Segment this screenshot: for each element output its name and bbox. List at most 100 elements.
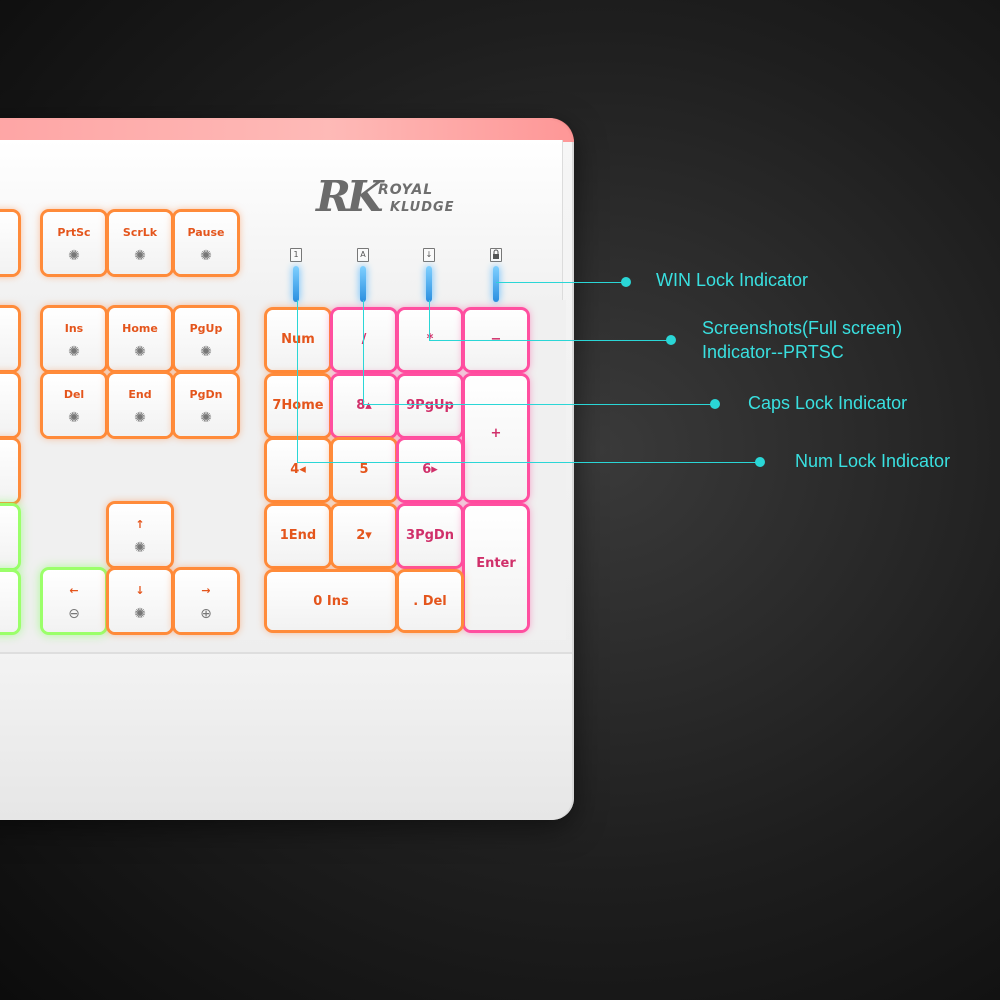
- key-label: 6▸: [422, 462, 438, 477]
- key-label: 4◂: [290, 462, 306, 477]
- sun-icon: ✺: [68, 248, 80, 264]
- key-numlock: Num: [267, 310, 329, 370]
- num-lock-callout-vline: [297, 300, 298, 462]
- key-num-5: 5: [333, 440, 395, 500]
- royal-kludge-logo: RK ROYAL KLUDGE: [316, 172, 486, 228]
- key-label: . Del: [413, 594, 447, 609]
- key-num-divide: /: [333, 310, 395, 370]
- num-lock-callout-line: [297, 462, 759, 463]
- sun-icon: ✺: [134, 540, 146, 556]
- sun-icon: ✺: [134, 344, 146, 360]
- win-lock-callout-label: WIN Lock Indicator: [656, 270, 809, 290]
- logo-royal: ROYAL: [378, 182, 434, 198]
- key-label: Del: [63, 388, 85, 401]
- key-home: Home ✺: [109, 308, 171, 370]
- key-label: Ins: [64, 322, 84, 335]
- key-label: End: [128, 388, 152, 401]
- partial-key-ctrl: [0, 572, 18, 632]
- key-label: 5: [359, 462, 369, 477]
- key-label: +: [490, 426, 502, 441]
- caps-lock-callout-label: Caps Lock Indicator: [748, 393, 908, 413]
- key-num-0: 0 Ins: [267, 572, 395, 630]
- key-label: 1End: [279, 528, 317, 543]
- arrow-up-icon: ↑: [135, 518, 145, 531]
- key-pgdn: PgDn ✺: [175, 374, 237, 436]
- sun-icon: ✺: [134, 410, 146, 426]
- arrow-right-icon: →: [201, 584, 211, 597]
- partial-key-backslash: [0, 374, 18, 436]
- caps-lock-callout-dot: [710, 399, 720, 409]
- arrow-left-icon: ←: [69, 584, 79, 597]
- key-label: 7Home: [267, 398, 329, 413]
- key-label: ScrLk: [122, 226, 158, 239]
- sun-icon: ✺: [200, 410, 212, 426]
- prtsc-callout-line: [429, 340, 671, 341]
- key-label: 8▴: [356, 398, 372, 413]
- key-label: /: [361, 332, 367, 347]
- key-scrlk: ScrLk ✺: [109, 212, 171, 274]
- key-prtsc: PrtSc ✺: [43, 212, 105, 274]
- caps-lock-led: [360, 266, 366, 302]
- key-del: Del ✺: [43, 374, 105, 436]
- partial-key-f12: [0, 212, 18, 274]
- logo-rk: RK: [316, 172, 383, 221]
- sun-icon: ✺: [200, 248, 212, 264]
- win-lock-callout-dot: [621, 277, 631, 287]
- partial-key-backspace: [0, 308, 18, 370]
- key-label: *: [399, 332, 461, 347]
- key-num-2: 2▾: [333, 506, 395, 566]
- key-end: End ✺: [109, 374, 171, 436]
- num-lock-callout-dot: [755, 457, 765, 467]
- key-num-1: 1End: [267, 506, 329, 566]
- key-arrow-left: ← ⊖: [43, 570, 105, 632]
- key-num-plus: +: [465, 376, 527, 500]
- prtsc-callout-dot: [666, 335, 676, 345]
- win-lock-led: [493, 266, 499, 302]
- key-label: 0 Ins: [313, 594, 349, 609]
- sun-icon: ✺: [68, 410, 80, 426]
- key-arrow-down: ↓ ✺: [109, 570, 171, 632]
- key-pgup: PgUp ✺: [175, 308, 237, 370]
- key-label: 3PgDn: [406, 528, 454, 543]
- key-label: Pause: [187, 226, 225, 239]
- key-arrow-up: ↑ ✺: [109, 504, 171, 566]
- key-label: Num: [281, 332, 315, 347]
- partial-key-enter: [0, 440, 18, 502]
- prtsc-callout-vline: [429, 300, 430, 340]
- key-label: PrtSc: [57, 226, 91, 239]
- key-num-dot: . Del: [399, 572, 461, 630]
- key-num-8: 8▴: [333, 376, 395, 436]
- key-label: 2▾: [356, 528, 372, 543]
- key-label: Home: [122, 322, 158, 335]
- plus-circle-icon: ⊕: [200, 606, 212, 622]
- key-pause: Pause ✺: [175, 212, 237, 274]
- logo-kludge: KLUDGE: [390, 200, 455, 215]
- key-num-7: 7Home: [267, 376, 329, 436]
- sun-icon: ✺: [134, 248, 146, 264]
- arrow-down-icon: ↓: [135, 584, 145, 597]
- prtsc-indicator-icon: ↓: [423, 248, 435, 262]
- key-label: −: [465, 332, 527, 347]
- key-num-enter: Enter: [465, 506, 527, 630]
- key-label: 9PgUp: [406, 398, 454, 413]
- num-lock-led: [293, 266, 299, 302]
- sun-icon: ✺: [200, 344, 212, 360]
- win-lock-callout-line: [496, 282, 626, 283]
- key-arrow-right: → ⊕: [175, 570, 237, 632]
- key-label: Enter: [476, 556, 516, 571]
- key-num-3: 3PgDn: [399, 506, 461, 566]
- num-lock-callout-label: Num Lock Indicator: [795, 451, 951, 471]
- key-num-9: 9PgUp: [399, 376, 461, 436]
- key-ins: Ins ✺: [43, 308, 105, 370]
- caps-lock-callout-line: [363, 404, 715, 405]
- keyboard-top-backlight: [0, 118, 574, 142]
- num-lock-icon: 1: [290, 248, 302, 262]
- key-label: PgUp: [189, 322, 223, 335]
- win-lock-icon: [490, 248, 502, 262]
- prtsc-callout-label-2: Indicator--PRTSC: [702, 342, 844, 362]
- sun-icon: ✺: [68, 344, 80, 360]
- prtsc-callout-label-1: Screenshots(Full screen): [702, 318, 903, 338]
- caps-lock-callout-vline: [363, 300, 364, 404]
- caps-lock-icon: A: [357, 248, 369, 262]
- key-num-6: 6▸: [399, 440, 461, 500]
